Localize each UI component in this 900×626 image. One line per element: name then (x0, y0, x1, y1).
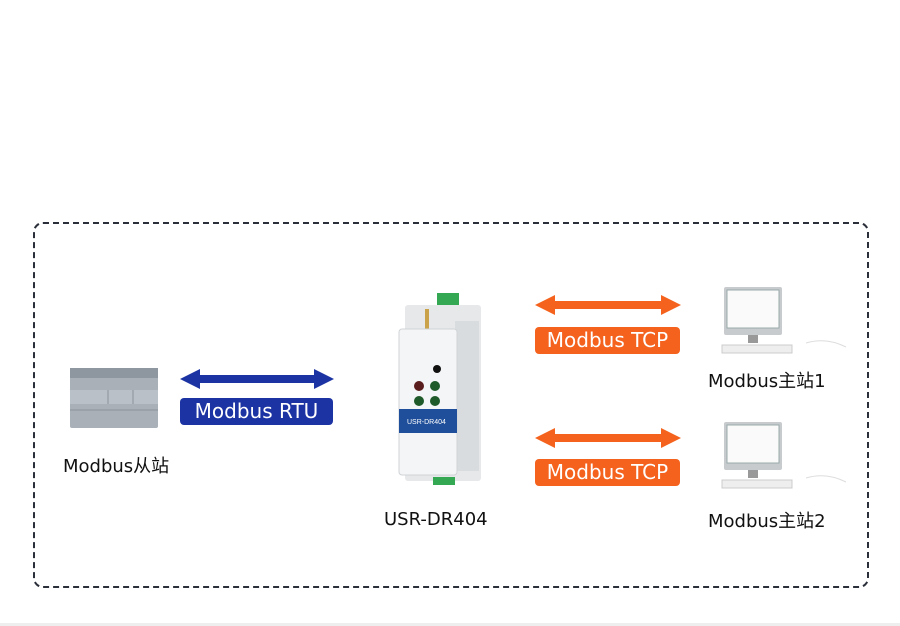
device-brand-text: USR-DR404 (407, 419, 446, 426)
plc-icon (70, 368, 158, 428)
tcp2-label: Modbus TCP (535, 459, 680, 486)
tcp2-double-arrow-icon (535, 428, 681, 448)
rtu-double-arrow-icon (180, 369, 334, 389)
computer-icon (721, 287, 847, 354)
master2-label: Modbus主站2 (708, 511, 826, 532)
network-boundary (33, 222, 869, 588)
tcp1-double-arrow-icon (535, 295, 681, 315)
bottom-divider (0, 623, 900, 626)
rtu-label: Modbus RTU (180, 398, 333, 425)
device-label: USR-DR404 (384, 509, 488, 530)
computer-icon (721, 422, 847, 489)
serial-server-icon: USR-DR404 (398, 293, 481, 485)
tcp1-label: Modbus TCP (535, 327, 680, 354)
slave-label: Modbus从站 (63, 456, 170, 477)
master1-label: Modbus主站1 (708, 371, 826, 392)
